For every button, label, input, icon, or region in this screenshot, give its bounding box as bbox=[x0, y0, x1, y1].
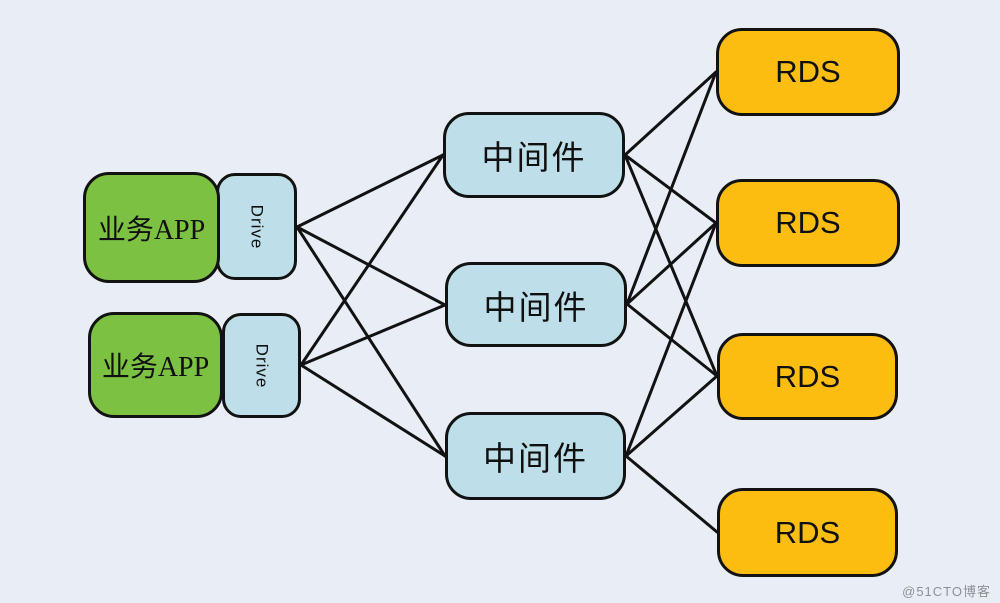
edge-drive-1-to-middleware-3 bbox=[295, 225, 447, 458]
edge-middleware-3-to-rds-4 bbox=[624, 454, 719, 534]
node-label-drive-2: Drive bbox=[252, 343, 272, 388]
node-label-rds-3: RDS bbox=[774, 358, 841, 394]
node-app-2: 业务APP bbox=[88, 312, 223, 418]
node-label-middleware-2: 中间件 bbox=[483, 290, 589, 327]
node-rds-2: RDS bbox=[716, 179, 900, 267]
node-rds-3: RDS bbox=[717, 333, 898, 420]
node-drive-2: Drive bbox=[222, 313, 301, 418]
node-rds-1: RDS bbox=[716, 28, 900, 116]
edge-drive-2-to-middleware-3 bbox=[299, 363, 447, 458]
node-label-app-2: 业务APP bbox=[101, 352, 210, 383]
node-label-app-1: 业务APP bbox=[97, 214, 206, 246]
edge-middleware-1-to-rds-1 bbox=[623, 70, 718, 157]
node-label-rds-2: RDS bbox=[775, 205, 841, 240]
edge-drive-2-to-middleware-1 bbox=[299, 153, 445, 367]
edge-middleware-2-to-rds-2 bbox=[625, 221, 718, 306]
watermark-51cto: @51CTO博客 bbox=[902, 584, 991, 599]
node-app-1: 业务APP bbox=[83, 172, 220, 283]
node-middleware-2: 中间件 bbox=[445, 262, 627, 347]
node-label-middleware-3: 中间件 bbox=[483, 442, 588, 478]
edge-drive-1-to-middleware-1 bbox=[295, 153, 445, 229]
node-label-drive-1: Drive bbox=[247, 204, 267, 249]
node-middleware-1: 中间件 bbox=[443, 112, 625, 198]
node-label-middleware-1: 中间件 bbox=[481, 141, 587, 177]
edge-drive-1-to-middleware-2 bbox=[295, 225, 447, 307]
edge-middleware-2-to-rds-1 bbox=[625, 70, 718, 306]
node-label-rds-4: RDS bbox=[774, 514, 841, 550]
edge-middleware-3-to-rds-2 bbox=[624, 221, 718, 458]
node-label-rds-1: RDS bbox=[775, 54, 841, 89]
edge-middleware-3-to-rds-3 bbox=[624, 374, 719, 458]
node-middleware-3: 中间件 bbox=[445, 412, 626, 500]
node-rds-4: RDS bbox=[717, 488, 898, 577]
node-drive-1: Drive bbox=[216, 173, 297, 280]
edge-drive-2-to-middleware-2 bbox=[299, 303, 447, 367]
